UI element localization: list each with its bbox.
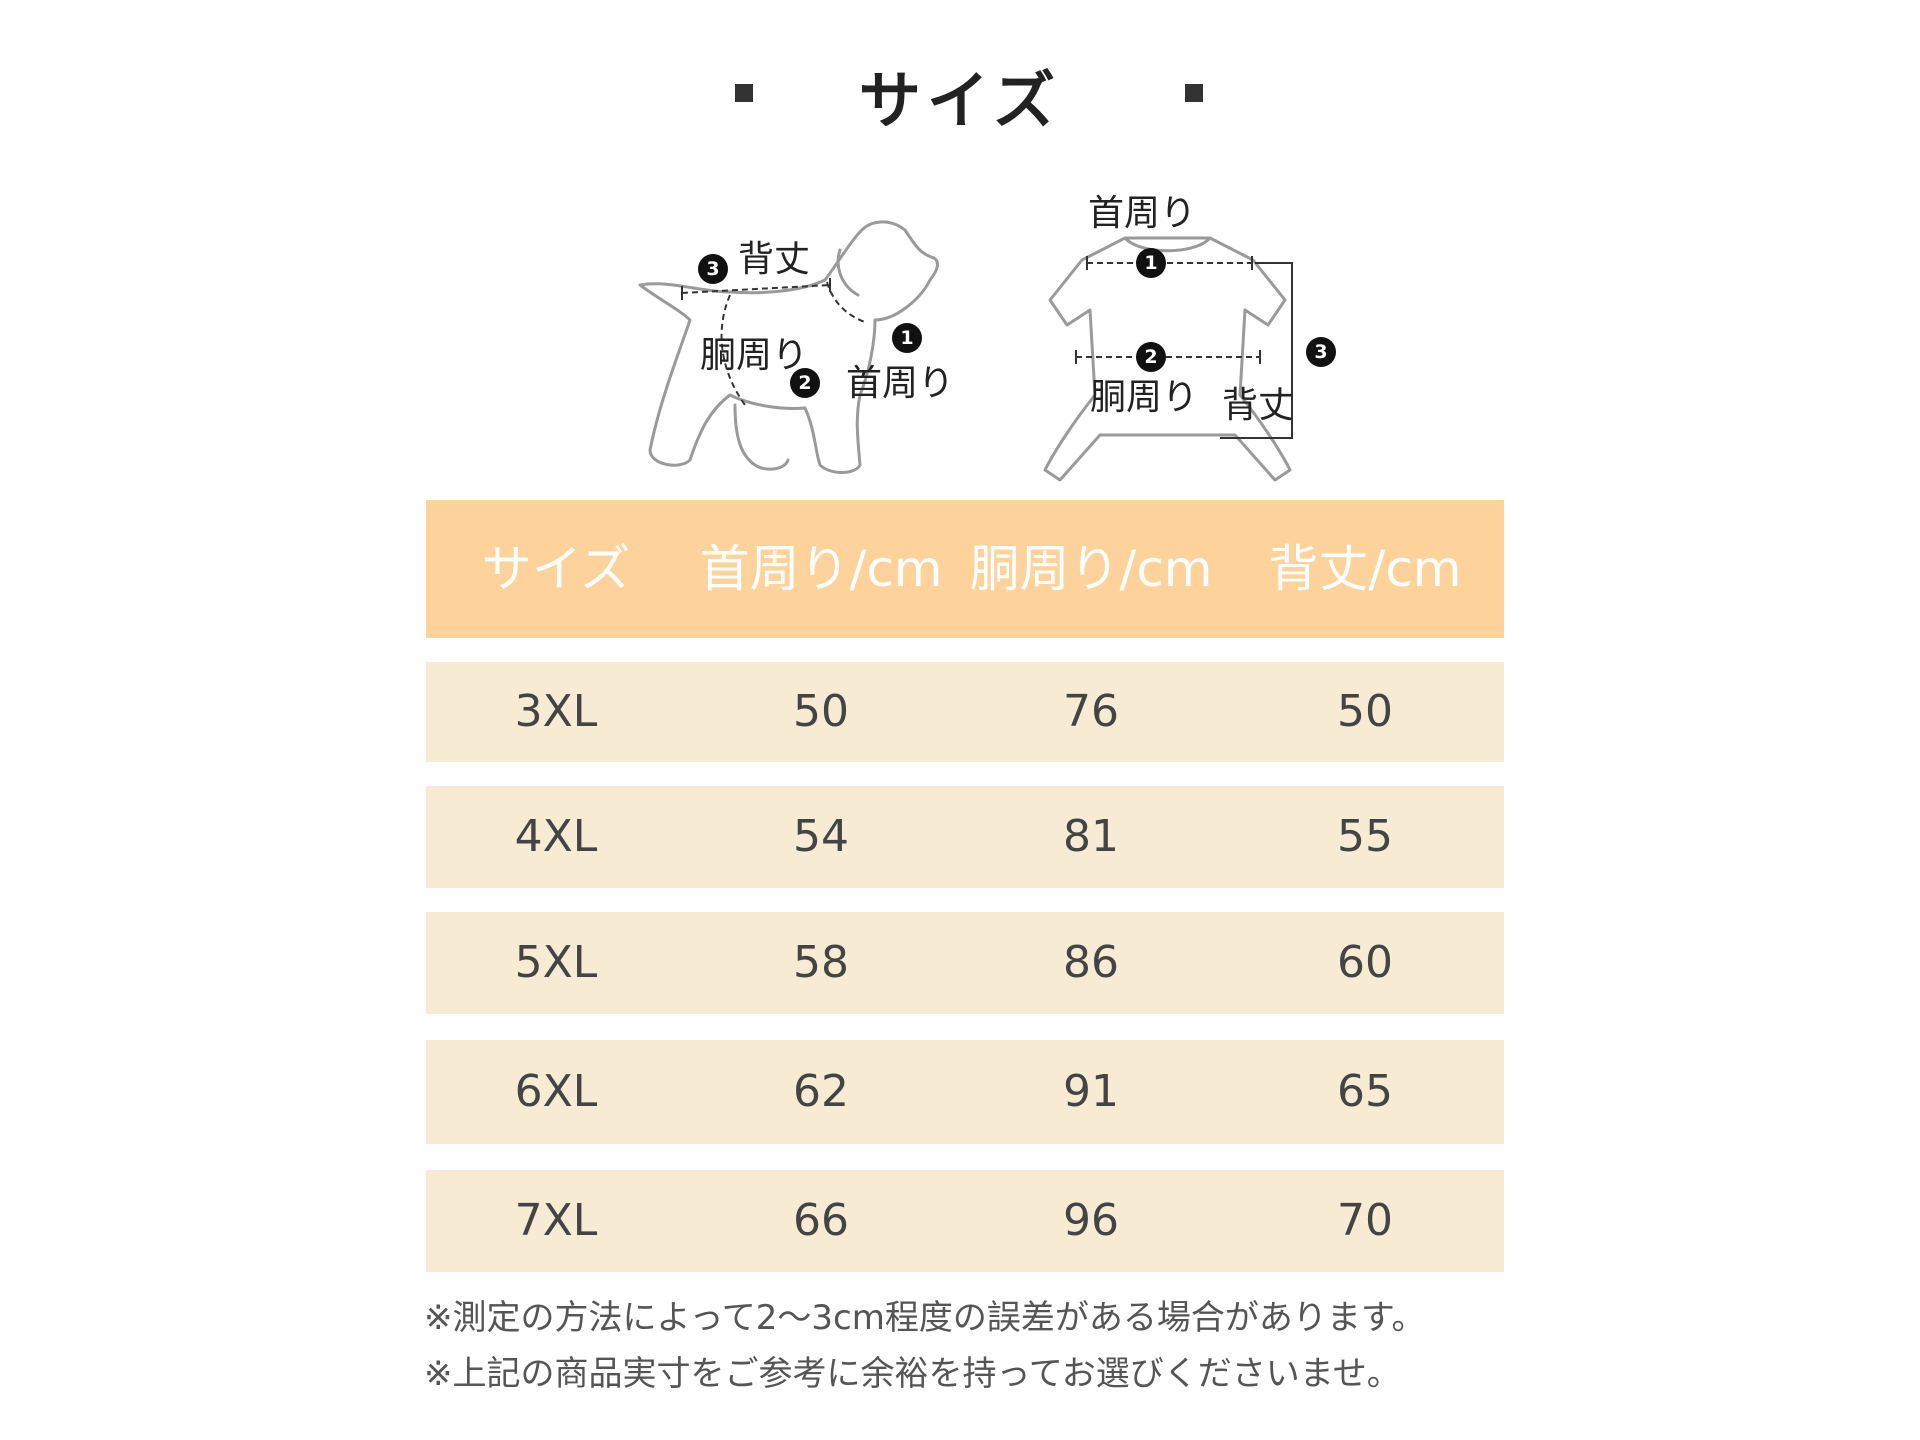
cell-back: 50 <box>1337 686 1393 737</box>
cell-neck: 62 <box>793 1066 849 1117</box>
garment-chest-label: 胴周り <box>1090 377 1199 418</box>
table-row: 6XL 62 91 65 <box>426 1040 1504 1144</box>
title-right-square-icon <box>1185 84 1203 102</box>
cell-back: 55 <box>1337 811 1393 862</box>
size-table-header: サイズ 首周り/cm 胴周り/cm 背丈/cm <box>426 500 1504 638</box>
table-row: 5XL 58 86 60 <box>426 912 1504 1014</box>
dog-neck-label: 首周り <box>846 363 955 404</box>
cell-size: 3XL <box>514 686 598 737</box>
garment-back-label: 背丈 <box>1222 385 1295 426</box>
note-measurement-error: ※測定の方法によって2〜3cm程度の誤差がある場合があります。 <box>424 1298 1426 1338</box>
garment-neck-label: 首周り <box>1088 193 1197 234</box>
cell-neck: 66 <box>793 1195 849 1246</box>
cell-back: 65 <box>1337 1066 1393 1117</box>
cell-size: 7XL <box>514 1195 598 1246</box>
garment-badge-2-icon: 2 <box>1136 342 1166 372</box>
cell-neck: 54 <box>793 811 849 862</box>
header-size: サイズ <box>481 540 631 598</box>
page-title: サイズ <box>858 64 1062 137</box>
cell-neck: 50 <box>793 686 849 737</box>
title-row: サイズ <box>0 40 1920 140</box>
cell-chest: 86 <box>1063 937 1119 988</box>
header-back: 背丈/cm <box>1268 540 1462 598</box>
cell-size: 5XL <box>514 937 598 988</box>
cell-back: 70 <box>1337 1195 1393 1246</box>
header-neck: 首周り/cm <box>699 540 943 598</box>
cell-chest: 81 <box>1063 811 1119 862</box>
badge-2-icon: 2 <box>790 368 820 398</box>
table-row: 3XL 50 76 50 <box>426 662 1504 762</box>
cell-chest: 91 <box>1063 1066 1119 1117</box>
cell-neck: 58 <box>793 937 849 988</box>
table-row: 4XL 54 81 55 <box>426 786 1504 888</box>
dog-outline-illustration <box>638 220 1293 482</box>
garment-badge-1-icon: 1 <box>1136 248 1166 278</box>
cell-chest: 96 <box>1063 1195 1119 1246</box>
table-row: 7XL 66 96 70 <box>426 1170 1504 1272</box>
measurement-diagrams: 3 背丈 胴周り 2 1 首周り 首周り 1 2 胴周り 背丈 3 <box>620 180 1340 500</box>
notes: ※測定の方法によって2〜3cm程度の誤差がある場合があります。 ※上記の商品実寸… <box>424 1290 1544 1402</box>
badge-1-icon: 1 <box>892 323 922 353</box>
header-chest: 胴周り/cm <box>969 540 1213 598</box>
badge-3-icon: 3 <box>698 254 728 284</box>
title-left-square-icon <box>735 84 753 102</box>
garment-badge-3-icon: 3 <box>1306 337 1336 367</box>
cell-chest: 76 <box>1063 686 1119 737</box>
dog-chest-label: 胴周り <box>700 335 809 376</box>
cell-back: 60 <box>1337 937 1393 988</box>
cell-size: 6XL <box>514 1066 598 1117</box>
note-size-advice: ※上記の商品実寸をご参考に余裕を持ってお選びくださいませ。 <box>424 1354 1401 1394</box>
dog-back-label: 背丈 <box>738 239 811 280</box>
cell-size: 4XL <box>514 811 598 862</box>
